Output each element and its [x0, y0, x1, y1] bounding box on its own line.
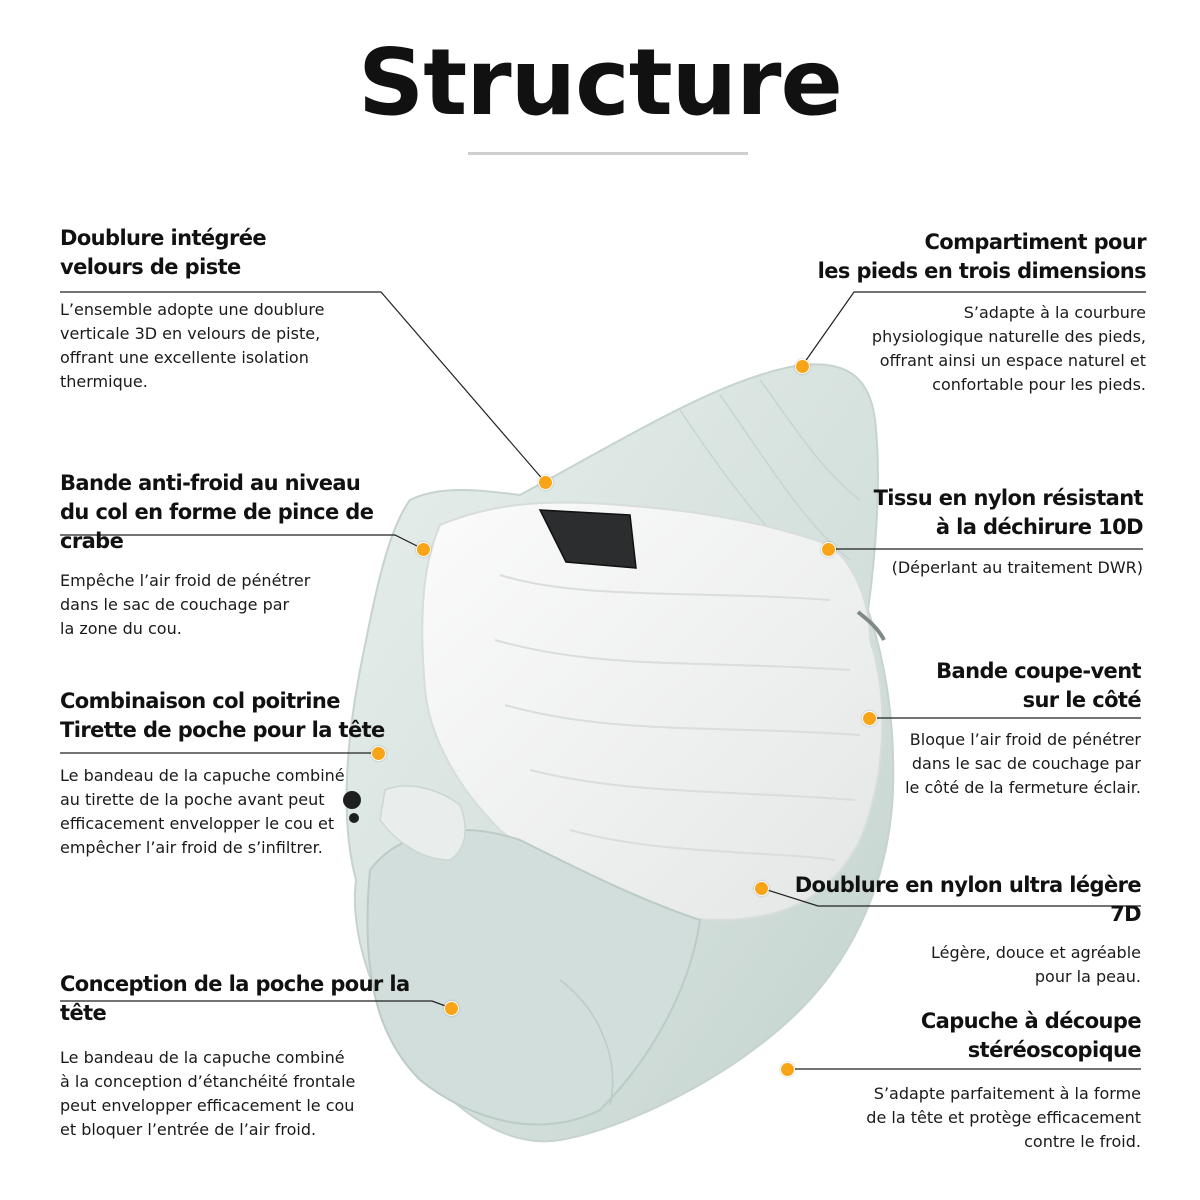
marker-dot — [821, 542, 836, 557]
leader-line-doublure-7d — [760, 887, 1141, 907]
feature-bande-coupe-vent: Bande coupe-vent sur le côté Bloque l’ai… — [880, 657, 1141, 800]
drawcord-toggle — [343, 791, 361, 809]
marker-dot — [371, 746, 386, 761]
feature-description: L’ensemble adopte une doublure verticale… — [60, 300, 325, 391]
zipper — [856, 610, 886, 641]
feature-tissu-nylon: Tissu en nylon résistant à la déchirure … — [840, 484, 1144, 580]
collar-fold — [379, 785, 466, 861]
marker-dot — [862, 711, 877, 726]
marker-dot — [444, 1001, 459, 1016]
feature-description: Bloque l’air froid de pénétrer dans le s… — [905, 730, 1141, 797]
title-divider — [468, 152, 748, 155]
marker-dot — [795, 359, 810, 374]
feature-combinaison-col: Combinaison col poitrine Tirette de poch… — [60, 687, 390, 860]
feature-conception-poche: Conception de la poche pour la tête Le b… — [60, 970, 440, 1142]
feature-title: Capuche à découpe stéréoscopique — [920, 1009, 1142, 1062]
feature-title: Combinaison col poitrine Tirette de poch… — [60, 689, 385, 742]
feature-description: S’adapte parfaitement à la forme de la t… — [866, 1084, 1141, 1151]
inner-lining — [421, 501, 884, 922]
head-pocket — [366, 829, 702, 1126]
lining-baffle — [494, 574, 861, 861]
feature-title: Compartiment pour les pieds en trois dim… — [817, 230, 1147, 283]
leader-line-doublure-integree — [60, 291, 546, 483]
feature-description: Légère, douce et agréable pour la peau. — [930, 943, 1141, 986]
feature-description: Le bandeau de la capuche combiné à la co… — [60, 1048, 356, 1139]
feature-description: (Déperlant au traitement DWR) — [891, 558, 1143, 577]
feature-title: Bande coupe-vent sur le côté — [936, 659, 1141, 712]
feature-description: Le bandeau de la capuche combiné au tire… — [60, 766, 345, 857]
feature-title: Doublure en nylon ultra légère 7D — [794, 873, 1142, 926]
feature-bande-anti-froid: Bande anti-froid au niveau du col en for… — [60, 469, 420, 641]
feature-doublure-7d: Doublure en nylon ultra légère 7D Légère… — [790, 871, 1142, 989]
feature-description: S’adapte à la courbure physiologique nat… — [871, 303, 1146, 394]
feature-title: Doublure intégrée velours de piste — [60, 226, 267, 279]
leader-line-bande-anti-froid — [60, 534, 424, 550]
feature-capuche: Capuche à découpe stéréoscopique S’adapt… — [800, 1007, 1141, 1154]
marker-dot — [416, 542, 431, 557]
marker-dot — [754, 881, 769, 896]
feature-doublure-integree: Doublure intégrée velours de piste L’ens… — [60, 224, 390, 394]
marker-dot — [538, 475, 553, 490]
feature-compartiment-pieds: Compartiment pour les pieds en trois dim… — [800, 228, 1147, 397]
feature-title: Conception de la poche pour la tête — [60, 972, 410, 1025]
feature-title: Bande anti-froid au niveau du col en for… — [60, 471, 374, 553]
feature-title: Tissu en nylon résistant à la déchirure … — [873, 486, 1144, 539]
marker-dot — [780, 1062, 795, 1077]
page-title: Structure — [358, 29, 843, 136]
feature-description: Empêche l’air froid de pénétrer dans le … — [60, 571, 311, 638]
mesh-pocket — [538, 509, 637, 569]
leader-line-compartiment-pieds — [801, 291, 1146, 367]
head-pocket-seam — [559, 979, 614, 1106]
drawcord-toggle-lower — [349, 813, 359, 823]
